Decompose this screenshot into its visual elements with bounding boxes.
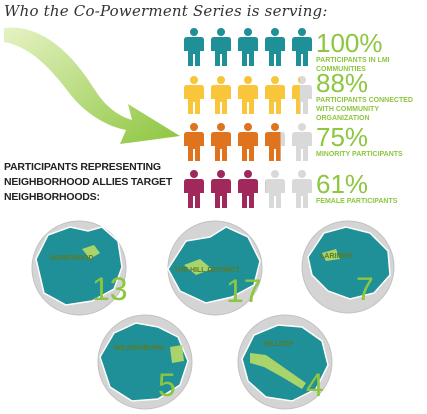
neighborhood-label: HOMEWOOD [50, 255, 94, 262]
person-icon [265, 170, 285, 208]
person-icon [184, 76, 204, 114]
people-row-community [183, 76, 313, 114]
stat-female: 61% FEMALE PARTICIPANTS [316, 171, 426, 206]
section-title: PARTICIPANTS REPRESENTING NEIGHBORHOOD A… [4, 161, 173, 203]
person-icon [238, 123, 258, 161]
person-icon [238, 76, 258, 114]
stat-label: PARTICIPANTS IN LMI COMMUNITIES [316, 57, 390, 73]
person-icon [265, 28, 285, 66]
person-icon [184, 123, 204, 161]
neighborhood-count: 7 [356, 271, 374, 307]
neighborhood-hill-district: THE HILL DISTRICT 17 [166, 219, 264, 317]
neighborhood-hilltop: HILLTOP 4 [236, 313, 334, 411]
map-icon [167, 220, 263, 316]
stat-label: MINORITY PARTICIPANTS [316, 151, 403, 158]
person-icon [292, 76, 312, 114]
stat-value: 75% [316, 122, 369, 152]
map-icon [97, 314, 193, 410]
map-icon [301, 220, 395, 314]
neighborhood-larimer: LARIMER 7 [300, 219, 396, 315]
neighborhood-label: HILLTOP [264, 341, 294, 348]
stat-value: 88% [316, 68, 369, 98]
stat-value: 100% [316, 28, 383, 58]
stat-value: 61% [316, 169, 369, 199]
map-icon [237, 314, 333, 410]
people-row-female [183, 170, 313, 208]
person-icon [211, 170, 231, 208]
person-icon [211, 28, 231, 66]
person-icon [265, 76, 285, 114]
person-icon [184, 28, 204, 66]
person-icon [265, 123, 285, 161]
curved-arrow-icon [4, 27, 180, 145]
neighborhood-count: 5 [158, 367, 176, 403]
neighborhood-label: LARIMER [320, 253, 352, 260]
people-row-minority [183, 123, 313, 161]
neighborhood-wilkinsburg: WILKINSBURG 5 [96, 313, 194, 411]
stat-label: PARTICIPANTS CONNECTED WITH COMMUNITY OR… [316, 97, 413, 122]
person-icon [292, 170, 312, 208]
person-icon [211, 123, 231, 161]
map-icon [31, 220, 127, 316]
person-icon [292, 28, 312, 66]
stat-community: 88% PARTICIPANTS CONNECTED WITH COMMUNIT… [316, 70, 426, 123]
neighborhood-label: WILKINSBURG [114, 345, 165, 352]
people-row-lmi [183, 28, 313, 66]
person-icon [238, 28, 258, 66]
neighborhood-label: THE HILL DISTRICT [174, 267, 240, 274]
neighborhood-count: 13 [92, 271, 128, 307]
person-icon [238, 170, 258, 208]
page-title: Who the Co-Powerment Series is serving: [4, 2, 328, 20]
stat-label: FEMALE PARTICIPANTS [316, 198, 398, 205]
person-icon [211, 76, 231, 114]
stat-minority: 75% MINORITY PARTICIPANTS [316, 124, 426, 159]
neighborhood-homewood: HOMEWOOD 13 [30, 219, 128, 317]
stat-lmi: 100% PARTICIPANTS IN LMI COMMUNITIES [316, 30, 426, 74]
person-icon [184, 170, 204, 208]
neighborhood-count: 17 [226, 273, 262, 309]
neighborhood-count: 4 [306, 367, 324, 403]
person-icon [292, 123, 312, 161]
